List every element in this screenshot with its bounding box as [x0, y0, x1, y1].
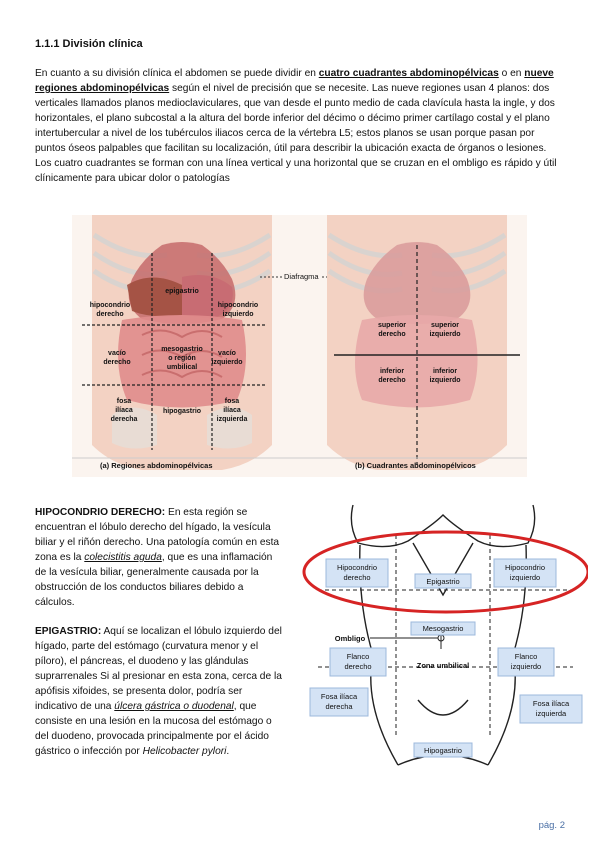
intro-link-regiones: nueve regiones abdominopélvicas — [35, 68, 554, 94]
fig2-mesogastrio: Mesogastrio — [423, 624, 464, 633]
epigastrio-text-2: , que consiste en una lesión en la mucos… — [35, 701, 272, 757]
caption-regiones: (a) Regiones abdominopélvicas — [100, 461, 213, 470]
caption-cuadrantes: (b) Cuadrantes abdominopélvicos — [355, 461, 476, 470]
hipocondrio-derecho-title: HIPOCONDRIO DERECHO: — [35, 507, 166, 518]
hipocondrio-text-1: En esta región se encuentran el lóbulo d… — [35, 507, 280, 563]
hipocondrio-text-2: , que es una inflamación de la vesícula … — [35, 552, 273, 608]
intro-link-cuadrantes: cuatro cuadrantes abdominopélvicas — [318, 68, 499, 79]
label-epigastrio: epigastrio — [165, 288, 198, 295]
ulcera-term: úlcera gástrica o duodenal — [114, 701, 234, 712]
epigastrio-text-1: Aquí se localizan el lóbulo izquierdo de… — [35, 626, 282, 712]
epigastrio-title: EPIGASTRIO: — [35, 626, 102, 637]
intro-text-3: según el nivel de precisión que se neces… — [35, 83, 557, 184]
epigastrio-text-3: . — [226, 746, 230, 757]
fig2-zona-umbilical: Zona umbilical — [417, 661, 470, 670]
intro-text-1: En cuanto a su división clínica el abdom… — [35, 68, 319, 79]
highlight-ellipse — [302, 530, 588, 614]
colecistitis-term: colecistitis aguda — [84, 552, 162, 563]
label-diafragma: Diafragma — [284, 272, 319, 281]
fig2-epigastrio: Epigastrio — [426, 577, 459, 586]
fig2-ombligo: Ombligo — [335, 634, 366, 643]
label-hipogastrio: hipogastrio — [163, 408, 201, 415]
helicobacter-term: Helicobacter pylori — [142, 746, 227, 757]
intro-paragraph: En cuanto a su división clínica el abdom… — [35, 66, 565, 186]
section-heading: 1.1.1 División clínica — [35, 38, 143, 50]
fig2-hipogastrio: Hipogastrio — [424, 746, 462, 755]
epigastrio-paragraph: EPIGASTRIO: Aquí se localizan el lóbulo … — [35, 624, 283, 759]
regions-description: HIPOCONDRIO DERECHO: En esta región se e… — [35, 505, 283, 773]
intro-text-2: o en — [498, 68, 525, 79]
page-number: pág. 2 — [538, 820, 565, 831]
hipocondrio-derecho-paragraph: HIPOCONDRIO DERECHO: En esta región se e… — [35, 505, 283, 610]
